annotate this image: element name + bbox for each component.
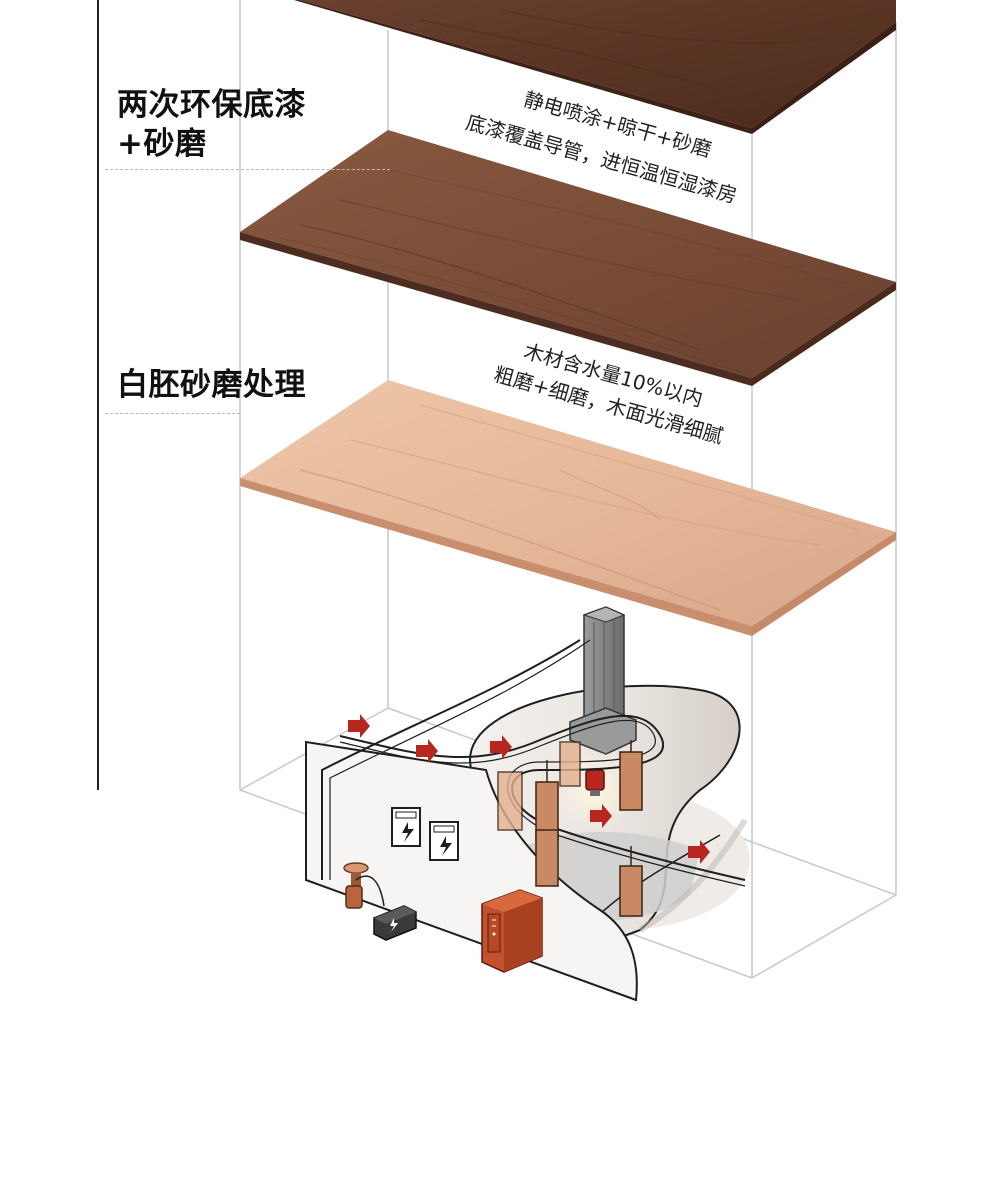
step-title-line: +砂磨 bbox=[117, 126, 207, 162]
flow-arrows bbox=[348, 714, 710, 864]
raw-wood-board bbox=[240, 380, 896, 636]
step-title-white-sanding: 白胚砂磨处理 bbox=[117, 367, 306, 403]
electrical-boxes bbox=[391, 807, 459, 861]
guide-line-sanding bbox=[105, 413, 240, 414]
timeline-line bbox=[97, 0, 99, 790]
guide-line-primer bbox=[105, 169, 390, 170]
air-compressor bbox=[343, 862, 417, 941]
control-cabinet bbox=[481, 889, 543, 973]
step-title-line: 两次环保底漆 bbox=[117, 87, 306, 123]
step-title-primer-sanding: 两次环保底漆 +砂磨 bbox=[117, 86, 306, 164]
dark-walnut-board bbox=[265, 0, 896, 134]
hanging-panels bbox=[497, 740, 643, 917]
walnut-board bbox=[240, 130, 896, 386]
